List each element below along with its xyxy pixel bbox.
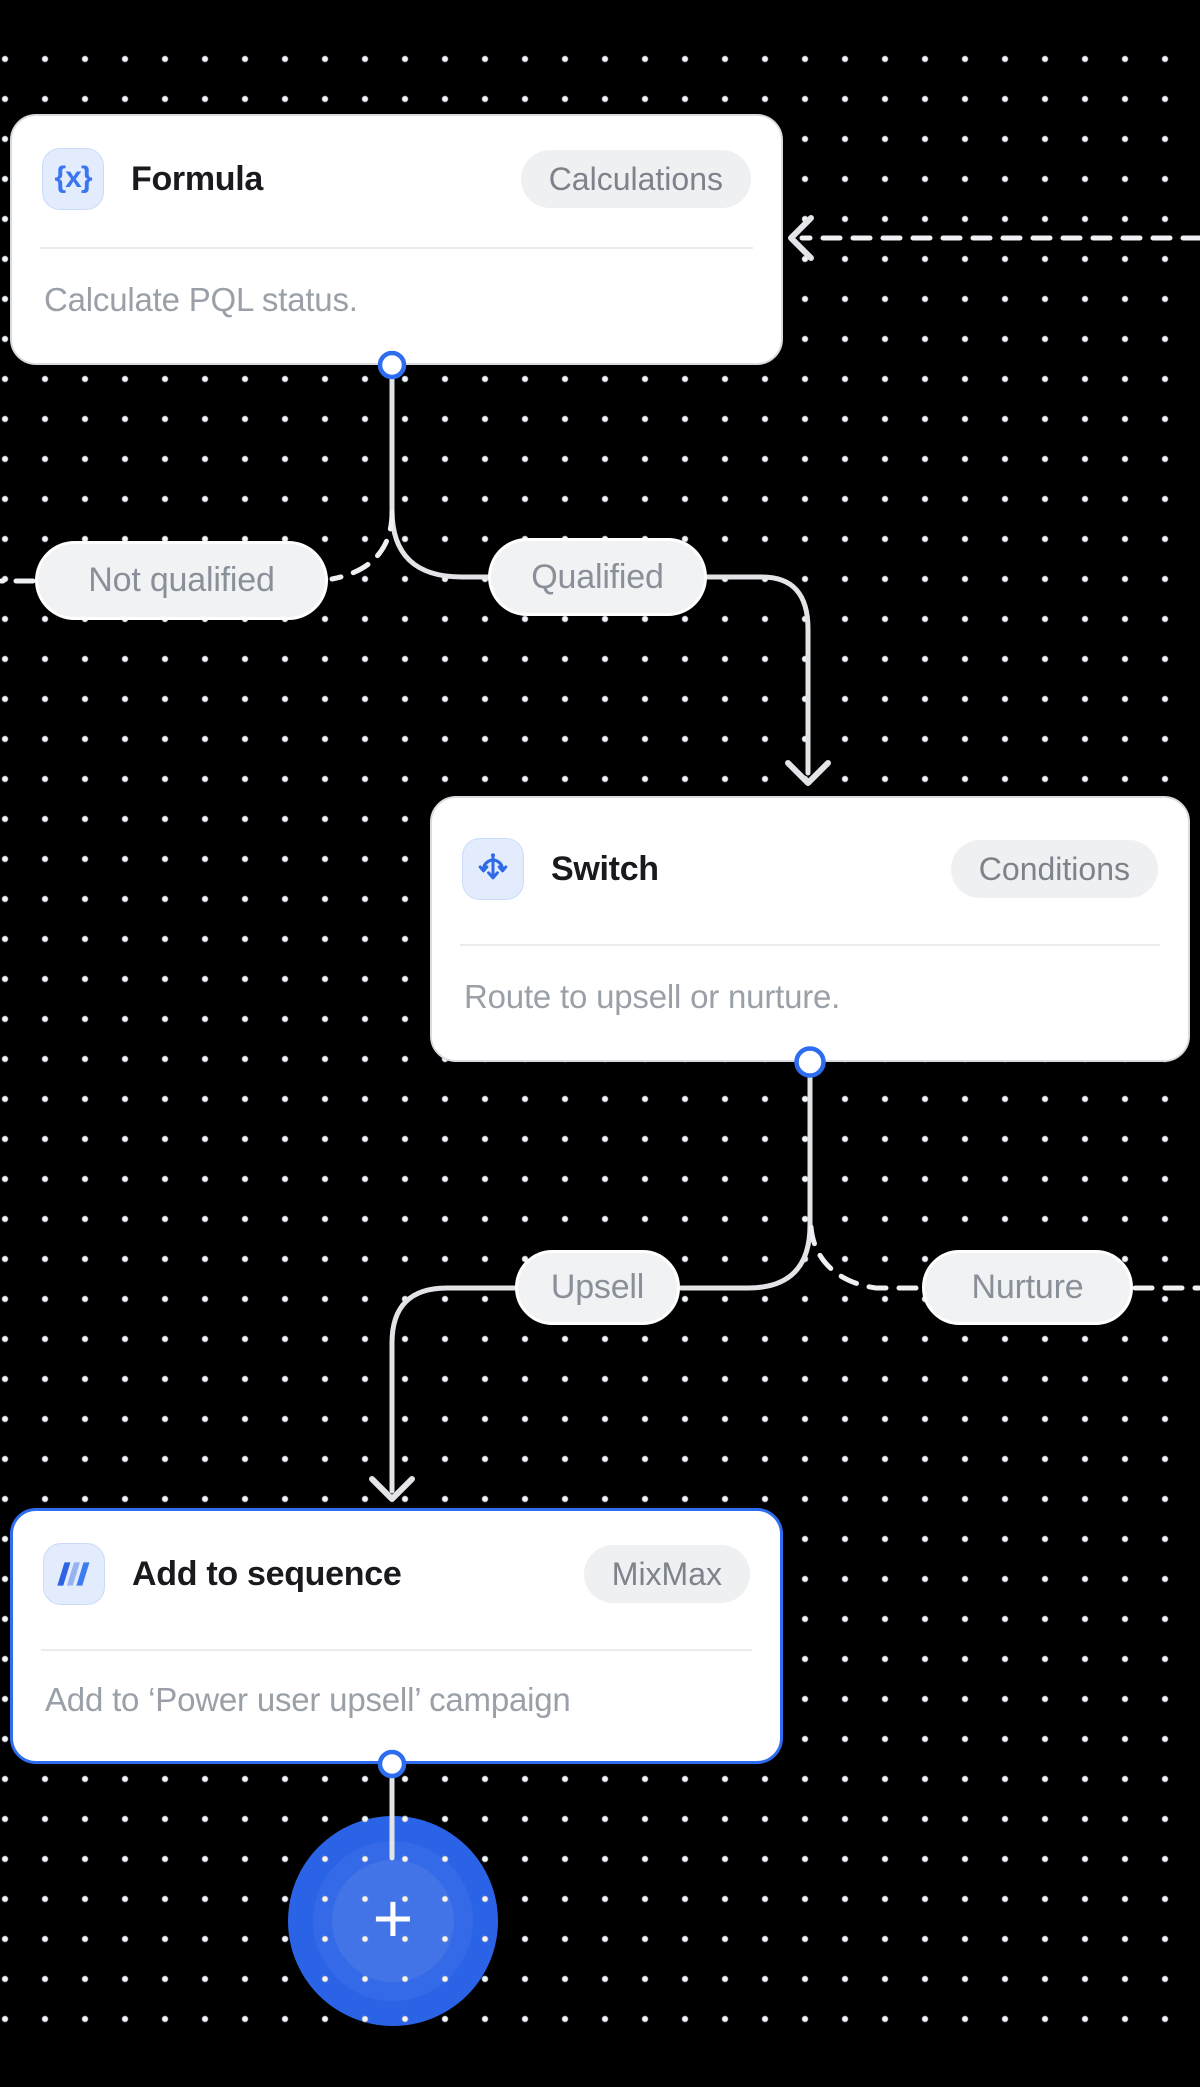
divider <box>41 1649 752 1651</box>
formula-glyph: {x} <box>54 161 92 194</box>
edge-label-qualified[interactable]: Qualified <box>488 538 707 616</box>
node-title: Add to sequence <box>132 1554 402 1593</box>
node-add-to-sequence[interactable]: Add to sequence MixMax Add to ‘Power use… <box>10 1508 783 1764</box>
node-category-badge: Conditions <box>950 840 1158 898</box>
divider <box>460 944 1160 946</box>
node-header: {x} Formula Calculations <box>12 144 781 214</box>
node-formula[interactable]: {x} Formula Calculations Calculate PQL s… <box>10 114 783 365</box>
plus-icon: + <box>372 1879 414 1957</box>
mixmax-logo-icon <box>43 1543 105 1605</box>
edge-label-not-qualified[interactable]: Not qualified <box>35 541 328 620</box>
node-title: Formula <box>131 159 264 198</box>
node-title: Switch <box>551 849 659 888</box>
node-header: Add to sequence MixMax <box>13 1539 780 1609</box>
node-description: Add to ‘Power user upsell’ campaign <box>45 1681 571 1718</box>
edge-label-upsell[interactable]: Upsell <box>515 1250 680 1325</box>
node-header: Switch Conditions <box>432 834 1188 904</box>
node-category-badge: MixMax <box>583 1545 750 1603</box>
node-description: Calculate PQL status. <box>44 281 358 318</box>
formula-braces-icon: {x} <box>42 148 104 210</box>
node-category-badge: Calculations <box>520 150 751 208</box>
divider <box>40 247 753 249</box>
edge-label-nurture[interactable]: Nurture <box>922 1250 1133 1325</box>
add-step-button[interactable]: + <box>288 1816 498 2026</box>
node-switch[interactable]: Switch Conditions Route to upsell or nur… <box>430 796 1190 1062</box>
switch-split-icon <box>462 838 524 900</box>
node-description: Route to upsell or nurture. <box>464 978 841 1015</box>
